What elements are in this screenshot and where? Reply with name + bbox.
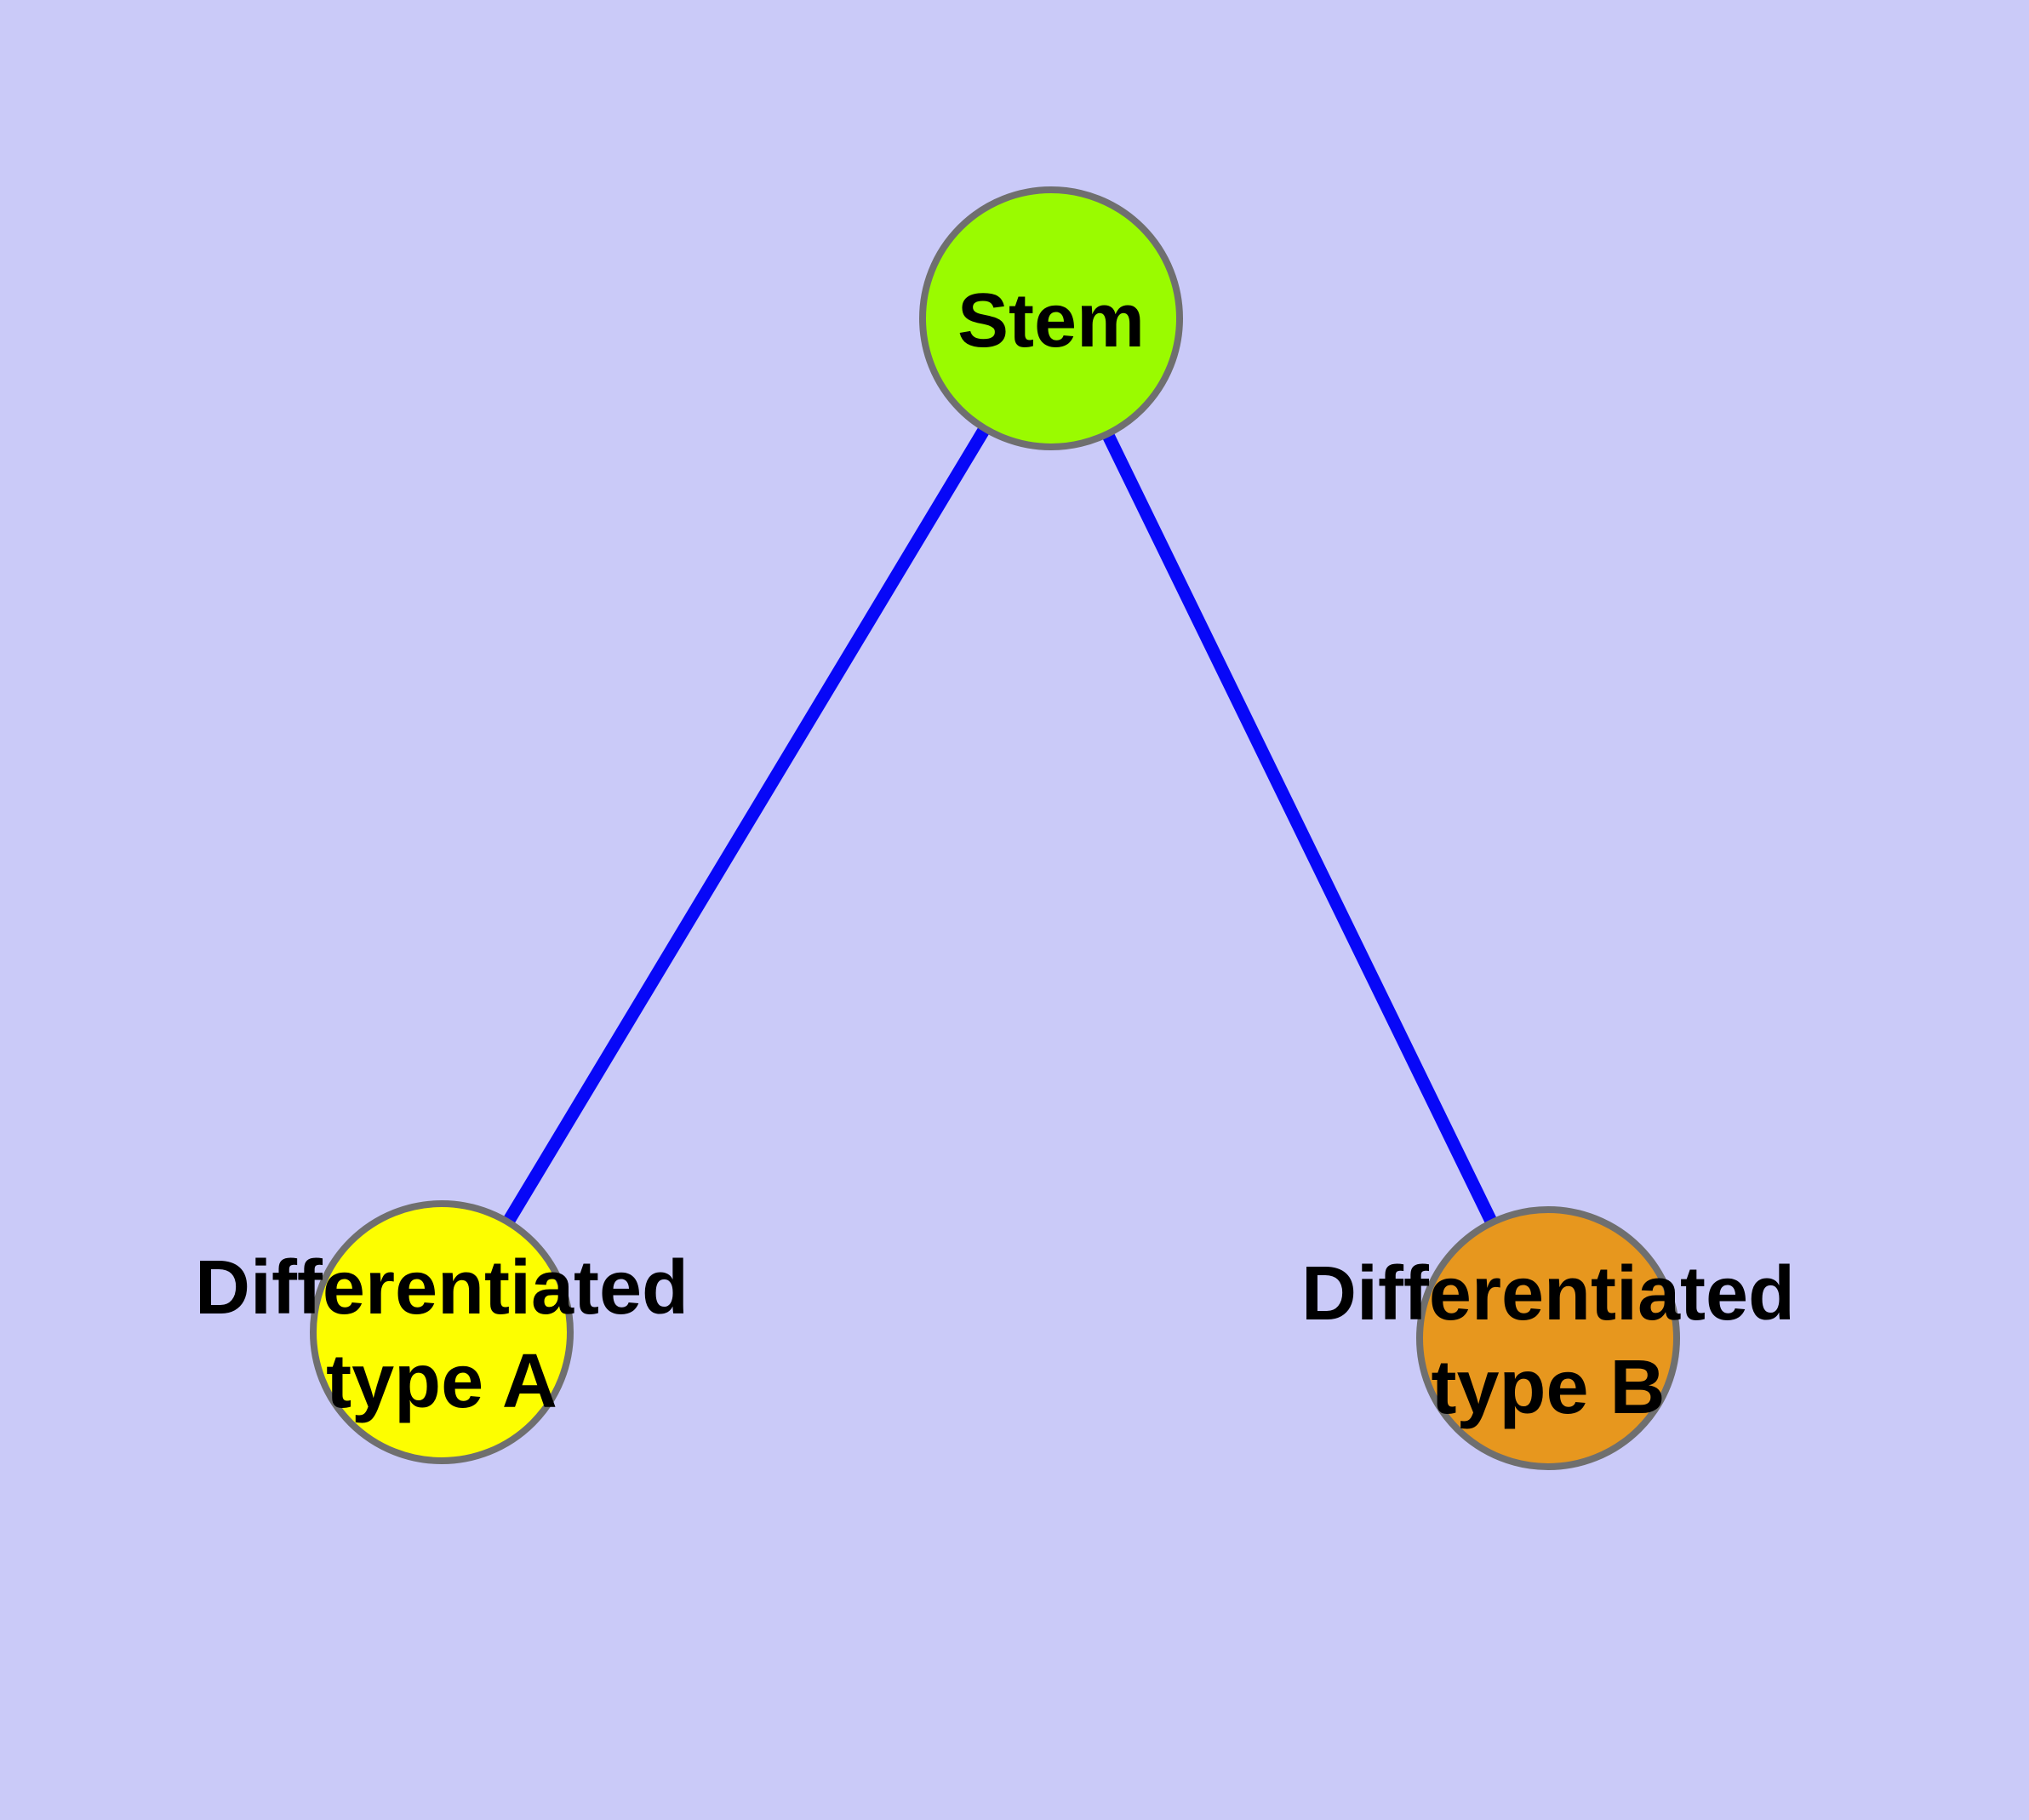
edge-stem-to-differentiated-type-b bbox=[1045, 315, 1554, 1342]
node-circle-stem[interactable] bbox=[919, 186, 1183, 450]
node-label-line: Differentiated bbox=[195, 1245, 689, 1331]
node-label-line: type A bbox=[326, 1339, 557, 1424]
edges-layer bbox=[436, 315, 1554, 1342]
node-label-line: type B bbox=[1431, 1345, 1665, 1430]
node-label-line: Stem bbox=[957, 278, 1145, 363]
node-label-line: Differentiated bbox=[1301, 1251, 1795, 1336]
node-stem[interactable]: Stem bbox=[919, 186, 1183, 450]
node-label-stem: Stem bbox=[957, 278, 1145, 363]
node-circle-differentiated-type-b[interactable] bbox=[1416, 1206, 1680, 1470]
node-circle-differentiated-type-a[interactable] bbox=[310, 1200, 574, 1464]
node-differentiated-type-b[interactable]: Differentiated type B bbox=[1301, 1206, 1795, 1470]
node-label-differentiated-type-b: Differentiated type B bbox=[1301, 1251, 1795, 1430]
edge-stem-to-differentiated-type-a bbox=[436, 315, 1057, 1336]
